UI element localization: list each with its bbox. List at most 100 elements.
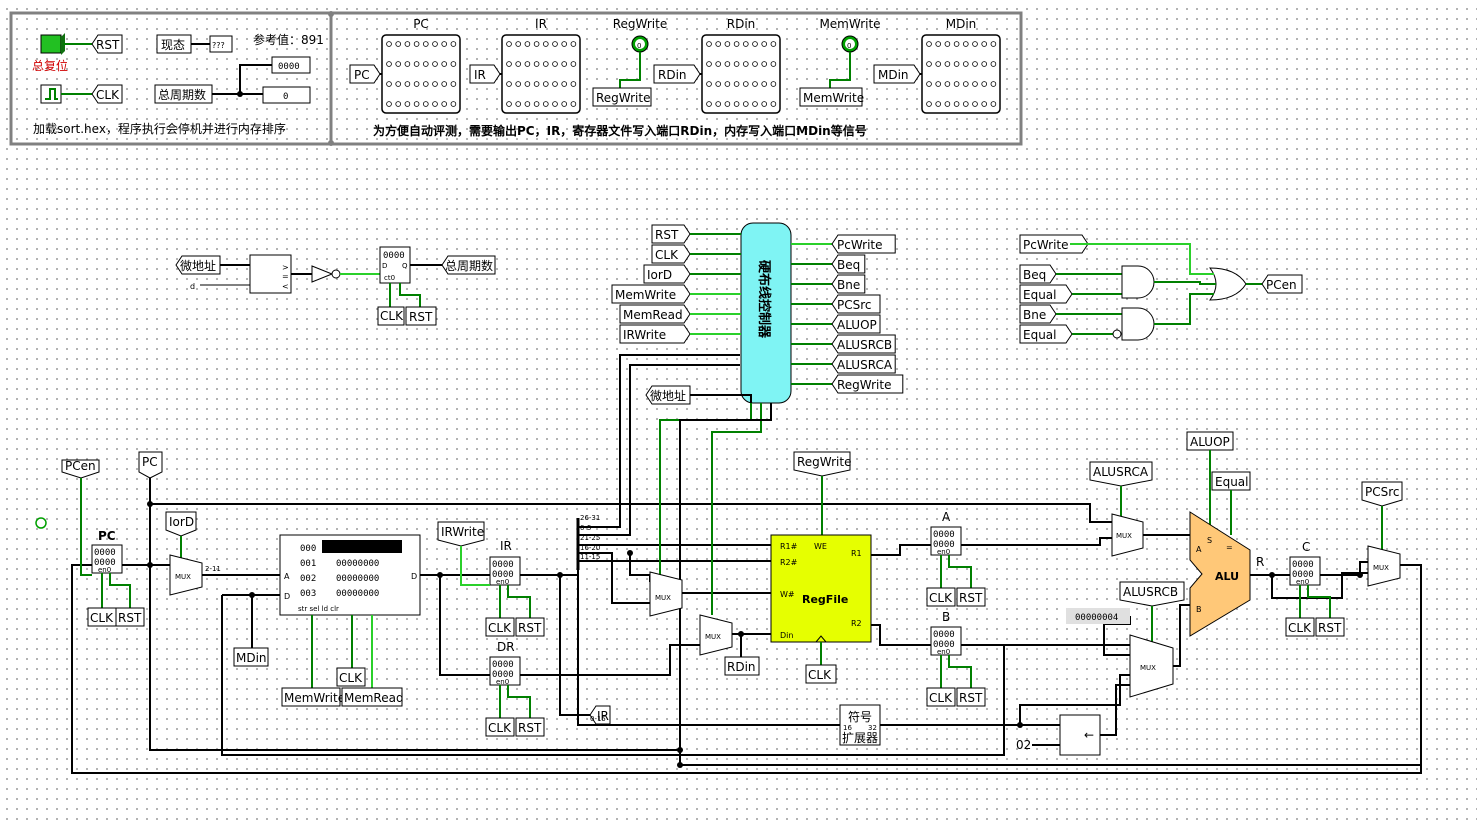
alu-b: B	[1196, 605, 1202, 614]
probe-title-memwrite: MemWrite	[819, 17, 880, 31]
c-reg-rst-label: RST	[1318, 621, 1342, 635]
state-tunnel	[156, 34, 192, 54]
pcen-label: PCen	[65, 459, 96, 473]
dr-reg-rst-label: RST	[518, 721, 542, 735]
probe-note: 为方便自动评测，需要输出PC，IR，寄存器文件写入端口RDin，内存写入端口MD…	[373, 123, 867, 138]
ir-tunnel	[589, 705, 611, 725]
probe-display-rdin	[701, 34, 781, 114]
pcen-tunnel	[61, 459, 100, 479]
pcsrc-mux-label: MUX	[1373, 564, 1389, 572]
state-label: 现态	[161, 38, 185, 52]
probe-tunnel-rdin	[653, 64, 701, 84]
ctrl-out-alusrca	[831, 354, 896, 374]
a-reg-rst-label: RST	[959, 591, 983, 605]
regwrite-tunnel-label: RegWrite	[797, 455, 851, 469]
ir-reg-rst	[515, 617, 545, 637]
reset-button[interactable]	[40, 34, 62, 54]
probe-tunnel-label-rdin: RDin	[658, 68, 687, 82]
bits-2-11: 2-11	[205, 565, 221, 573]
controller-micro-addr-label: 微地址	[650, 389, 686, 403]
ctrl-out-label-beq: Beq	[837, 258, 860, 272]
regfile-we: WE	[814, 542, 827, 551]
total-cycles-tunnel	[154, 84, 213, 104]
counter-clk-label: CLK	[380, 309, 404, 323]
memread-label: MemRead	[344, 691, 404, 705]
register-file	[770, 534, 872, 643]
splitter-label-0: 26-31	[580, 514, 600, 522]
pclogic-in-label-3: Bne	[1023, 308, 1046, 322]
ctrl-out-label-alusrcb: ALUSRCB	[837, 338, 892, 352]
alusrca-mux	[1111, 513, 1144, 557]
ctrl-in-label-memwrite: MemWrite	[615, 288, 676, 302]
ir-reg-value-1: 0000	[492, 560, 514, 570]
controller-title: 硬布线控制器	[756, 260, 772, 339]
ctrl-out-aluop	[831, 314, 881, 334]
sext-line2: 扩展器	[842, 731, 878, 745]
svg-text:=: =	[282, 272, 289, 281]
probe-title-ir: IR	[535, 17, 547, 31]
counter-ct-pin: ct0	[384, 274, 395, 282]
mem-bottom-pins: str sel ld clr	[298, 605, 339, 613]
clk-pin-label: CLK	[96, 88, 120, 102]
reference-value: 参考值：891	[253, 32, 324, 47]
alu-title: ALU	[1215, 570, 1239, 583]
ctrl-in-label-iord: IorD	[647, 268, 672, 282]
c-reg-value-1: 0000	[1292, 560, 1314, 570]
irwrite-label: IRWrite	[441, 525, 484, 539]
alusrcb-mux-label: MUX	[1140, 664, 1156, 672]
b-reg-rst-label: RST	[959, 691, 983, 705]
rst-pin-label: RST	[96, 38, 120, 52]
pclogic-in-label-2: Equal	[1023, 288, 1057, 302]
mem-clk-label: CLK	[339, 671, 363, 685]
ctrl-out-label-alusrca: ALUSRCA	[837, 358, 893, 372]
aluop-label: ALUOP	[1190, 435, 1230, 449]
and-gate-bne	[1121, 307, 1155, 341]
splitter-label-1: 0-5	[580, 524, 591, 532]
counter-out-label: 总周期数	[445, 258, 493, 273]
pclogic-in-2	[1019, 284, 1073, 304]
alusrca-label: ALUSRCA	[1093, 465, 1149, 479]
ctrl-out-label-pcsrc: PCSrc	[837, 298, 872, 312]
ir-reg-clk	[485, 617, 515, 637]
ctrl-in-memwrite	[611, 284, 691, 304]
a-reg-title: A	[942, 510, 951, 524]
ctrl-out-regwrite	[831, 374, 904, 394]
pclogic-in-1	[1019, 264, 1057, 284]
counter-d-pin: D	[382, 262, 387, 270]
probe-title-mdin: MDin	[946, 17, 977, 31]
ctrl-out-bne	[831, 274, 866, 294]
equal-label: Equal	[1215, 475, 1249, 489]
sext-16: 16	[843, 724, 852, 732]
c-reg-clk-label: CLK	[1288, 621, 1312, 635]
dr-reg-value-2: 0000	[492, 670, 514, 680]
const-4-value: 00000004	[1075, 613, 1118, 623]
memtoreg-mux	[699, 614, 733, 656]
probe-tag-memwrite	[799, 87, 863, 107]
probe-tag-label-memwrite: MemWrite	[803, 91, 864, 105]
ir-reg-value-2: 0000	[492, 570, 514, 580]
svg-text:<: <	[282, 282, 289, 291]
probe-tunnel-ir	[469, 64, 501, 84]
c-reg-title: C	[1302, 540, 1310, 554]
regfile-r1: R1	[851, 549, 862, 558]
ir-tunnel-label: IR	[597, 709, 609, 723]
panel-note: 加载sort.hex，程序执行会停机并进行内存排序	[33, 121, 286, 136]
probe-led-value-4: 0	[847, 42, 851, 50]
regwrite-tunnel	[793, 451, 851, 477]
mem-value-3: 00000000	[336, 589, 379, 599]
counter-rst-label: RST	[409, 310, 433, 324]
a-reg-value-1: 0000	[933, 530, 955, 540]
splitter-label-3: 16-20	[580, 544, 600, 552]
ctrl-out-label-regwrite: RegWrite	[837, 378, 891, 392]
hex-value: 0000	[278, 62, 300, 72]
c-reg-rst	[1315, 617, 1345, 637]
sign-extender	[839, 704, 881, 746]
state-probe	[209, 35, 233, 53]
alusrcb-label: ALUSRCB	[1123, 585, 1178, 599]
probe-tunnel-label-mdin: MDin	[878, 68, 909, 82]
rdin-label: RDin	[727, 660, 756, 674]
alu-s: S	[1207, 536, 1212, 545]
ctrl-out-beq	[831, 254, 866, 274]
pc-tunnel	[138, 451, 163, 479]
